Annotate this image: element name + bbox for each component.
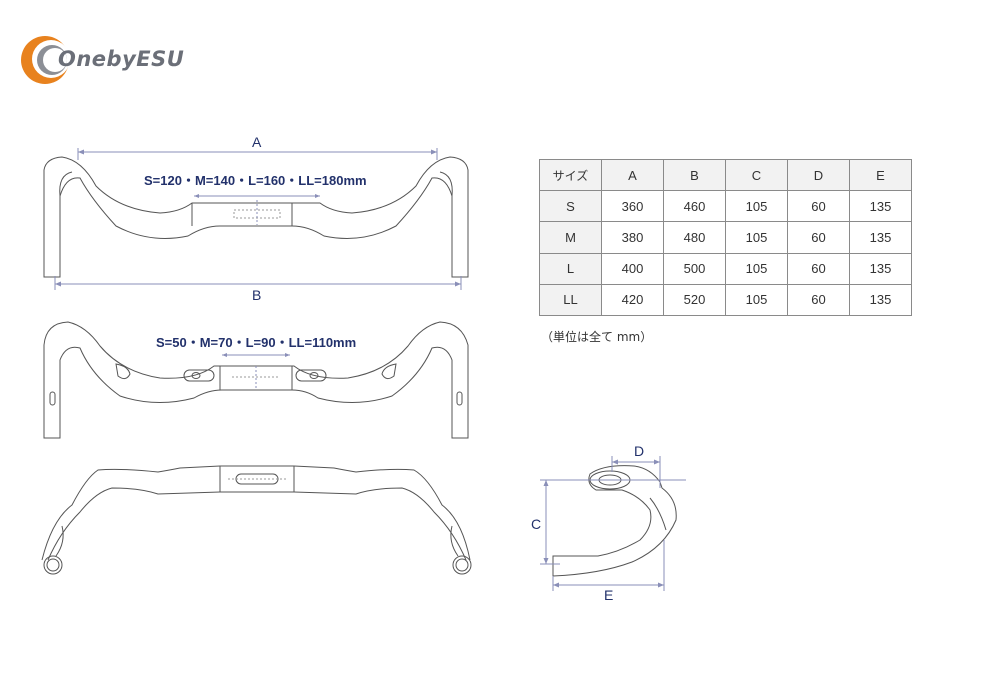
table-header-cell: A xyxy=(601,158,664,192)
table-cell: 60 xyxy=(787,221,850,254)
table-header-cell: C xyxy=(725,158,788,192)
table-row: M 380 480 105 60 135 xyxy=(539,221,912,254)
table-header-cell: サイズ xyxy=(539,158,602,192)
middle-view-handlebar xyxy=(43,321,469,439)
table-header-cell: B xyxy=(663,158,726,192)
table-row: L 400 500 105 60 135 xyxy=(539,252,912,285)
table-cell: 60 xyxy=(787,252,850,285)
table-row: S 360 460 105 60 135 xyxy=(539,190,912,223)
table-cell: 520 xyxy=(663,283,726,316)
top-view-handlebar xyxy=(43,156,469,278)
dim-label-a: A xyxy=(252,134,262,150)
table-row-size: S xyxy=(539,190,602,223)
table-row-size: M xyxy=(539,221,602,254)
bottom-view-handlebar xyxy=(41,465,472,575)
brand-logo: OnebyESU xyxy=(18,30,218,90)
table-cell: 135 xyxy=(849,283,912,316)
table-cell: 60 xyxy=(787,190,850,223)
logo-swoosh-icon xyxy=(21,36,70,84)
table-cell: 135 xyxy=(849,221,912,254)
table-cell: 60 xyxy=(787,283,850,316)
table-header-cell: E xyxy=(849,158,912,192)
table-cell: 135 xyxy=(849,252,912,285)
table-cell: 460 xyxy=(663,190,726,223)
clamp-width-top-text: S=120・M=140・L=160・LL=180mm xyxy=(144,173,367,188)
dim-label-c: C xyxy=(531,516,542,532)
dim-label-d: D xyxy=(634,443,645,459)
logo-text: OnebyESU xyxy=(58,47,185,71)
size-table: サイズ A B C D E S 360 460 105 60 135 M 380… xyxy=(539,158,912,316)
table-cell: 105 xyxy=(725,190,788,223)
table-cell: 135 xyxy=(849,190,912,223)
table-row: LL 420 520 105 60 135 xyxy=(539,283,912,316)
table-header-cell: D xyxy=(787,158,850,192)
table-cell: 360 xyxy=(601,190,664,223)
table-cell: 420 xyxy=(601,283,664,316)
table-cell: 400 xyxy=(601,252,664,285)
table-cell: 105 xyxy=(725,221,788,254)
table-cell: 380 xyxy=(601,221,664,254)
dim-label-e: E xyxy=(604,587,614,603)
unit-note: （単位は全て mm） xyxy=(541,330,653,344)
dim-label-b: B xyxy=(252,287,262,303)
table-cell: 480 xyxy=(663,221,726,254)
table-cell: 105 xyxy=(725,252,788,285)
side-view-handlebar xyxy=(552,465,677,577)
table-row-size: L xyxy=(539,252,602,285)
table-header-row: サイズ A B C D E xyxy=(539,158,912,192)
table-row-size: LL xyxy=(539,283,602,316)
table-cell: 105 xyxy=(725,283,788,316)
clamp-width-middle-text: S=50・M=70・L=90・LL=110mm xyxy=(156,335,357,350)
table-cell: 500 xyxy=(663,252,726,285)
